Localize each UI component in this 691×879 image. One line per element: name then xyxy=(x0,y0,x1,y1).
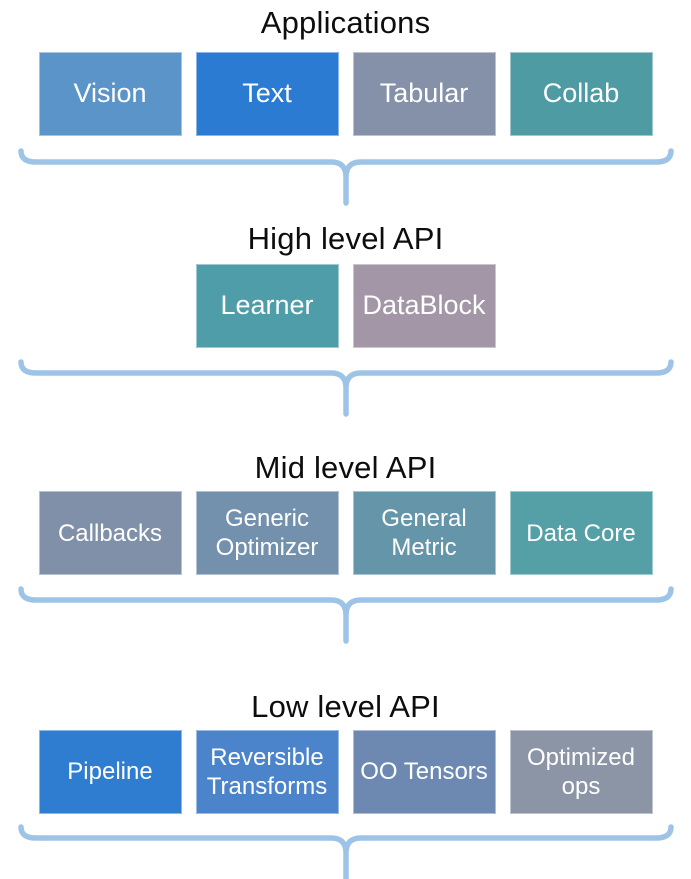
curly-brace-icon xyxy=(17,358,674,417)
component-box-label: Text xyxy=(242,78,292,109)
component-box-label: Pipeline xyxy=(67,758,153,786)
section-box-row: Pipeline Reversible Transforms OO Tensor… xyxy=(0,730,691,814)
component-box-label: Vision xyxy=(73,78,147,109)
component-box-label: OO Tensors xyxy=(360,758,488,786)
section-brace xyxy=(0,824,691,879)
component-box-general-metric: General Metric xyxy=(352,491,496,576)
component-box-text: Text xyxy=(195,51,339,136)
component-box-vision: Vision xyxy=(38,51,182,136)
component-box-pipeline: Pipeline xyxy=(38,730,182,814)
section-box-row: Learner DataBlock xyxy=(0,263,691,348)
component-box-label: Learner xyxy=(220,290,314,321)
section-box-row: Vision Text Tabular Collab xyxy=(0,51,691,136)
curly-brace-icon xyxy=(17,148,674,206)
section-title: High level API xyxy=(247,220,444,256)
section-brace xyxy=(0,586,691,644)
component-box-data-core: Data Core xyxy=(509,491,653,576)
section-title: Applications xyxy=(260,5,431,40)
component-box-label: Tabular xyxy=(379,78,469,109)
component-box-label: Callbacks xyxy=(57,519,163,547)
component-box-callbacks: Callbacks xyxy=(38,491,182,576)
section-title: Mid level API xyxy=(254,449,437,485)
api-section-1: High level API Learner DataBlock xyxy=(0,220,691,417)
component-box-reversible-transforms: Reversible Transforms xyxy=(195,730,339,814)
component-box-label: DataBlock xyxy=(362,290,486,321)
section-brace xyxy=(0,358,691,417)
component-box-label: Collab xyxy=(542,78,620,109)
api-section-0: Applications Vision Text Tabular Collab xyxy=(0,4,691,206)
component-box-optimized-ops: Optimized ops xyxy=(509,730,653,814)
component-box-label: Data Core xyxy=(526,519,636,547)
api-section-2: Mid level API Callbacks Generic Optimize… xyxy=(0,449,691,645)
component-box-datablock: DataBlock xyxy=(352,263,496,348)
component-box-collab: Collab xyxy=(509,51,653,136)
component-box-label: Generic Optimizer xyxy=(215,504,319,562)
component-box-learner: Learner xyxy=(195,263,339,348)
curly-brace-icon xyxy=(17,824,674,879)
section-title: Low level API xyxy=(251,689,440,725)
component-box-oo-tensors: OO Tensors xyxy=(352,730,496,814)
component-box-tabular: Tabular xyxy=(352,51,496,136)
section-brace xyxy=(0,148,691,206)
section-box-row: Callbacks Generic Optimizer General Metr… xyxy=(0,491,691,576)
component-box-label: General Metric xyxy=(381,504,467,562)
component-box-label: Reversible Transforms xyxy=(206,743,328,800)
component-box-generic-optimizer: Generic Optimizer xyxy=(195,491,339,576)
api-section-3: Low level API Pipeline Reversible Transf… xyxy=(0,688,691,879)
curly-brace-icon xyxy=(17,586,674,644)
component-box-label: Optimized ops xyxy=(526,743,636,800)
